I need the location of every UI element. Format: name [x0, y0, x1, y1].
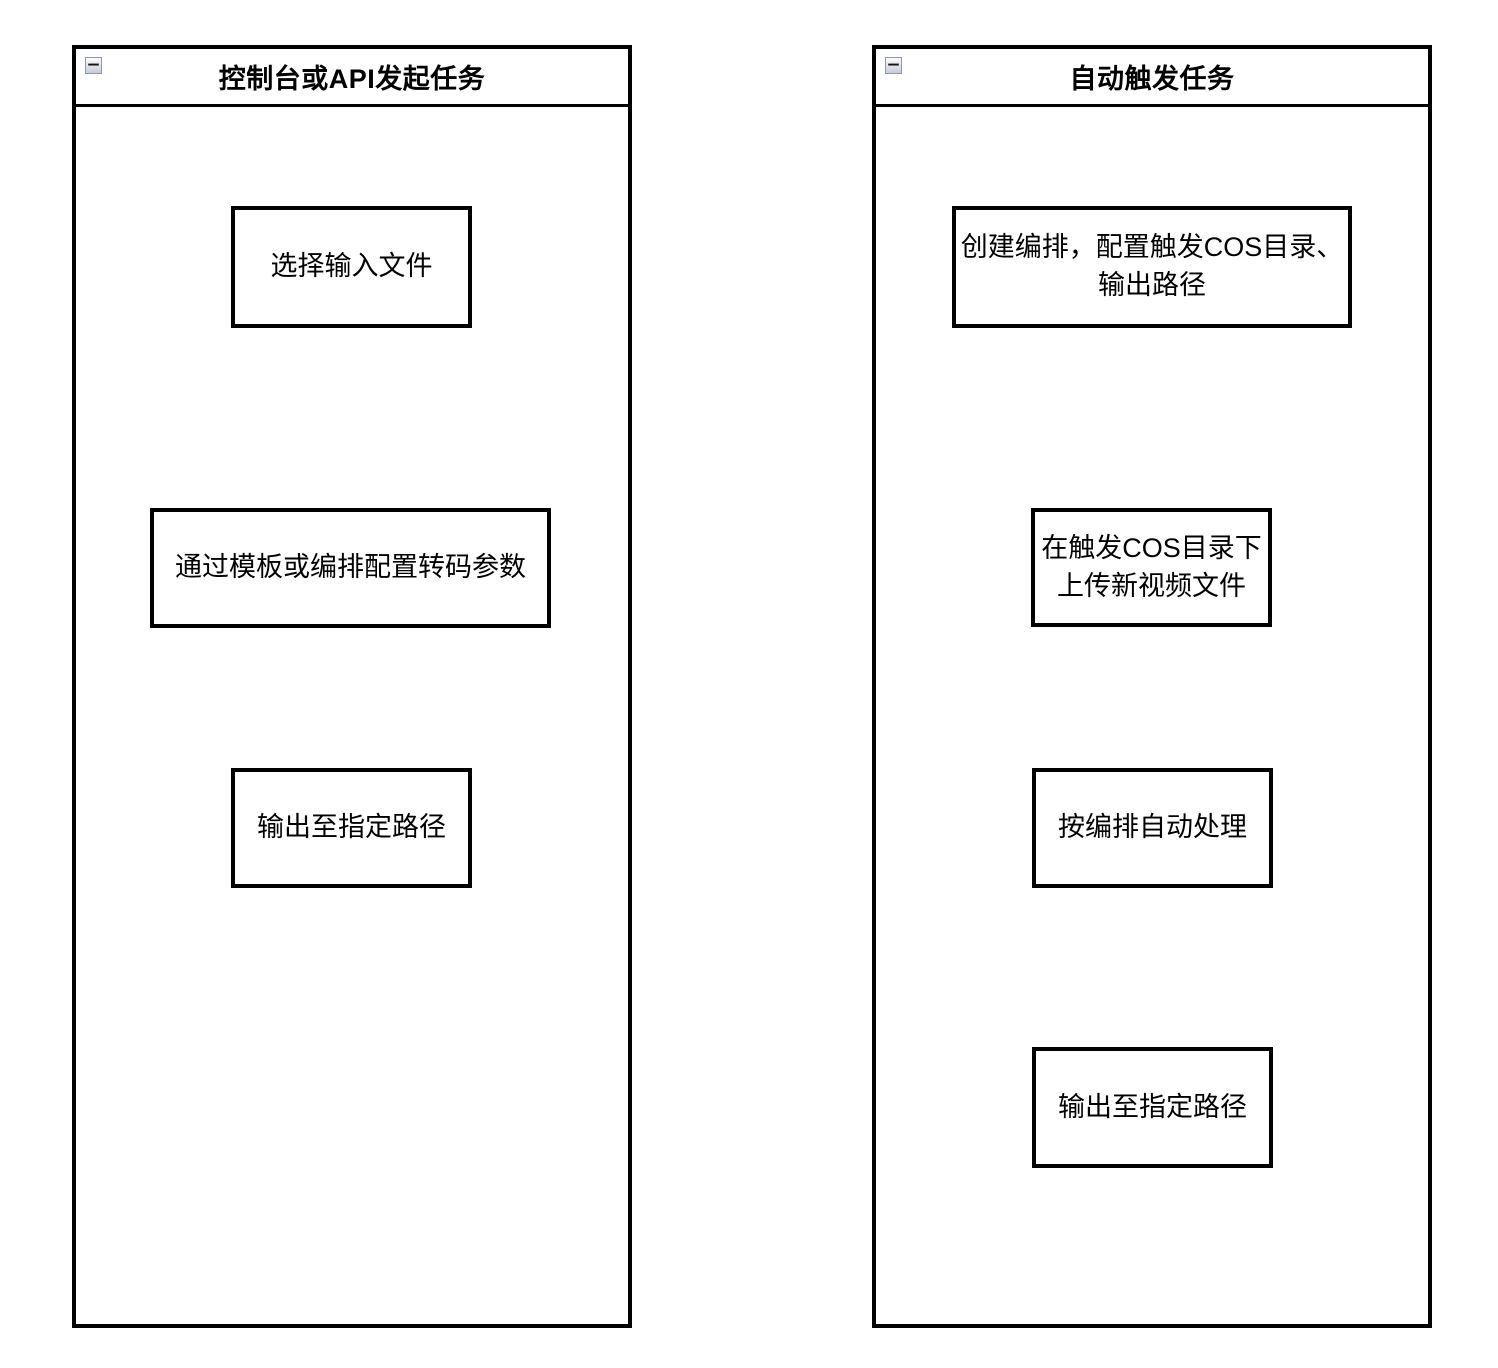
flow-node-create-orchestration: 创建编排，配置触发COS目录、 输出路径	[952, 206, 1352, 328]
panel-auto-trigger-lane: − 自动触发任务 创建编排，配置触发COS目录、 输出路径 在触发COS目录下 …	[872, 45, 1432, 1328]
collapse-icon[interactable]: −	[885, 55, 902, 75]
node-label: 按编排自动处理	[1058, 812, 1247, 843]
node-label: 在触发COS目录下 上传新视频文件	[1041, 532, 1262, 601]
panel-title: 自动触发任务	[1069, 64, 1235, 94]
node-label: 输出至指定路径	[257, 812, 446, 843]
node-label: 输出至指定路径	[1058, 1091, 1247, 1122]
node-label: 创建编排，配置触发COS目录、 输出路径	[960, 232, 1344, 300]
node-label: 通过模板或编排配置转码参数	[175, 552, 526, 583]
node-label: 选择输入文件	[270, 251, 433, 282]
flow-node-output-to-path: 输出至指定路径	[1032, 1047, 1273, 1168]
collapse-icon[interactable]: −	[85, 55, 102, 75]
flow-node-upload-new-video: 在触发COS目录下 上传新视频文件	[1031, 508, 1272, 627]
flow-node-configure-transcode-params: 通过模板或编排配置转码参数	[150, 508, 551, 628]
panel-header: − 控制台或API发起任务	[76, 49, 628, 107]
flow-node-output-to-path: 输出至指定路径	[231, 768, 472, 888]
panel-title: 控制台或API发起任务	[218, 64, 486, 94]
flow-node-auto-process: 按编排自动处理	[1032, 768, 1273, 888]
panel-header: − 自动触发任务	[876, 49, 1428, 107]
flow-node-select-input-file: 选择输入文件	[231, 206, 472, 328]
panel-console-api-lane: − 控制台或API发起任务 选择输入文件 通过模板或编排配置转码参数 输出至指定…	[72, 45, 632, 1328]
